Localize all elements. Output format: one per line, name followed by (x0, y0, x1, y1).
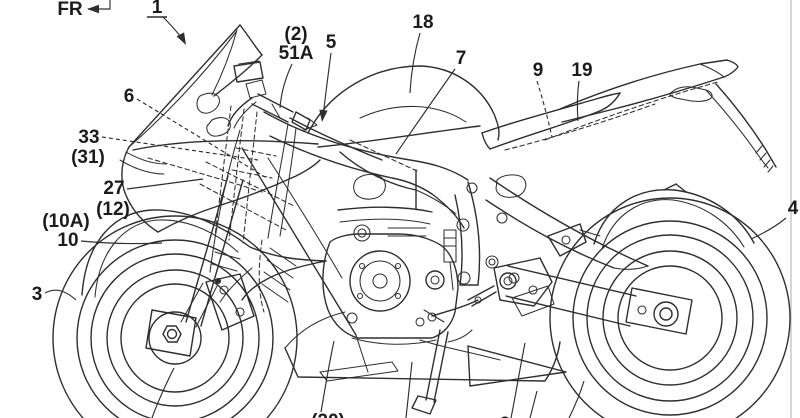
windscreen (128, 24, 263, 148)
ref-label-n9: 9 (533, 60, 544, 81)
rear-fender-hugger (593, 183, 755, 250)
footpeg-assembly (423, 223, 601, 323)
seat-and-tail (481, 59, 777, 270)
ref-label-n3: 3 (32, 284, 43, 305)
ref-label-n2: (2) (284, 24, 307, 45)
arrowhead-ld5 (319, 109, 328, 122)
ref-label-n10a: (10A) (42, 211, 90, 232)
ref-label-n31: (31) (71, 147, 105, 168)
ref-label-n6: 6 (124, 86, 135, 107)
leader-line-ld6 (136, 98, 266, 178)
leader-line-edge-muffler (568, 380, 585, 418)
ref-label-n10: 10 (57, 230, 78, 251)
ref-label-n4: 4 (788, 198, 799, 219)
front-fender (81, 209, 327, 303)
leader-line-ld7 (395, 68, 456, 155)
ref-label-n51a: 51A (279, 43, 314, 64)
ref-label-n33: 33 (78, 127, 99, 148)
front-fork (180, 175, 255, 331)
arrowhead-ld1 (176, 32, 186, 45)
ref-label-n20: (20) (311, 411, 345, 418)
front-wheel (52, 215, 298, 418)
leader-line-edge-footpeg (510, 342, 526, 418)
handlebar-assembly (209, 60, 318, 273)
leader-line-edge-stand (405, 361, 413, 418)
leader-line-edge-front-wheel (151, 367, 175, 418)
leader-line-ld5 (322, 52, 332, 119)
leader-line-ld19 (576, 80, 580, 122)
engine (322, 206, 471, 345)
leader-line-ld20 (320, 340, 335, 413)
rear-wheel (549, 197, 791, 418)
swingarm (499, 265, 693, 335)
ref-label-n1: 1 (152, 0, 163, 18)
leader-line-ld27 (126, 178, 204, 190)
leader-line-ld3 (44, 289, 77, 301)
leader-line-ld2 (279, 63, 293, 109)
hidden-lines (147, 105, 418, 244)
main-frame (263, 111, 527, 286)
leader-line-ld18 (409, 32, 421, 94)
leader-line-ld33 (101, 136, 259, 161)
leader-line-edge-exhaust (529, 390, 538, 418)
ref-label-n5: 5 (326, 32, 337, 53)
ref-label-n18: 18 (412, 12, 433, 33)
front-fairing (119, 92, 357, 336)
lower-fairing (284, 311, 561, 382)
reference-annotations: FR 1 (2)51A 5 18 7 9 19 6 33(31) 27(12) (10A)10 3 4 (2… (32, 0, 799, 418)
ref-label-n19: 19 (571, 60, 592, 81)
ref-label-n2b: 2 (500, 414, 511, 418)
ref-label-n12: (12) (96, 199, 130, 220)
arrowhead-fr-arrow (87, 4, 99, 14)
leader-line-ld9 (536, 80, 553, 138)
ref-label-fr: FR (57, 0, 83, 20)
fuel-tank (289, 65, 500, 161)
leader-line-ld10 (80, 240, 163, 245)
ref-label-n7: 7 (456, 48, 467, 69)
leader-line-ld4 (750, 217, 787, 240)
kickstand (411, 329, 473, 415)
ref-label-n27: 27 (103, 178, 124, 199)
